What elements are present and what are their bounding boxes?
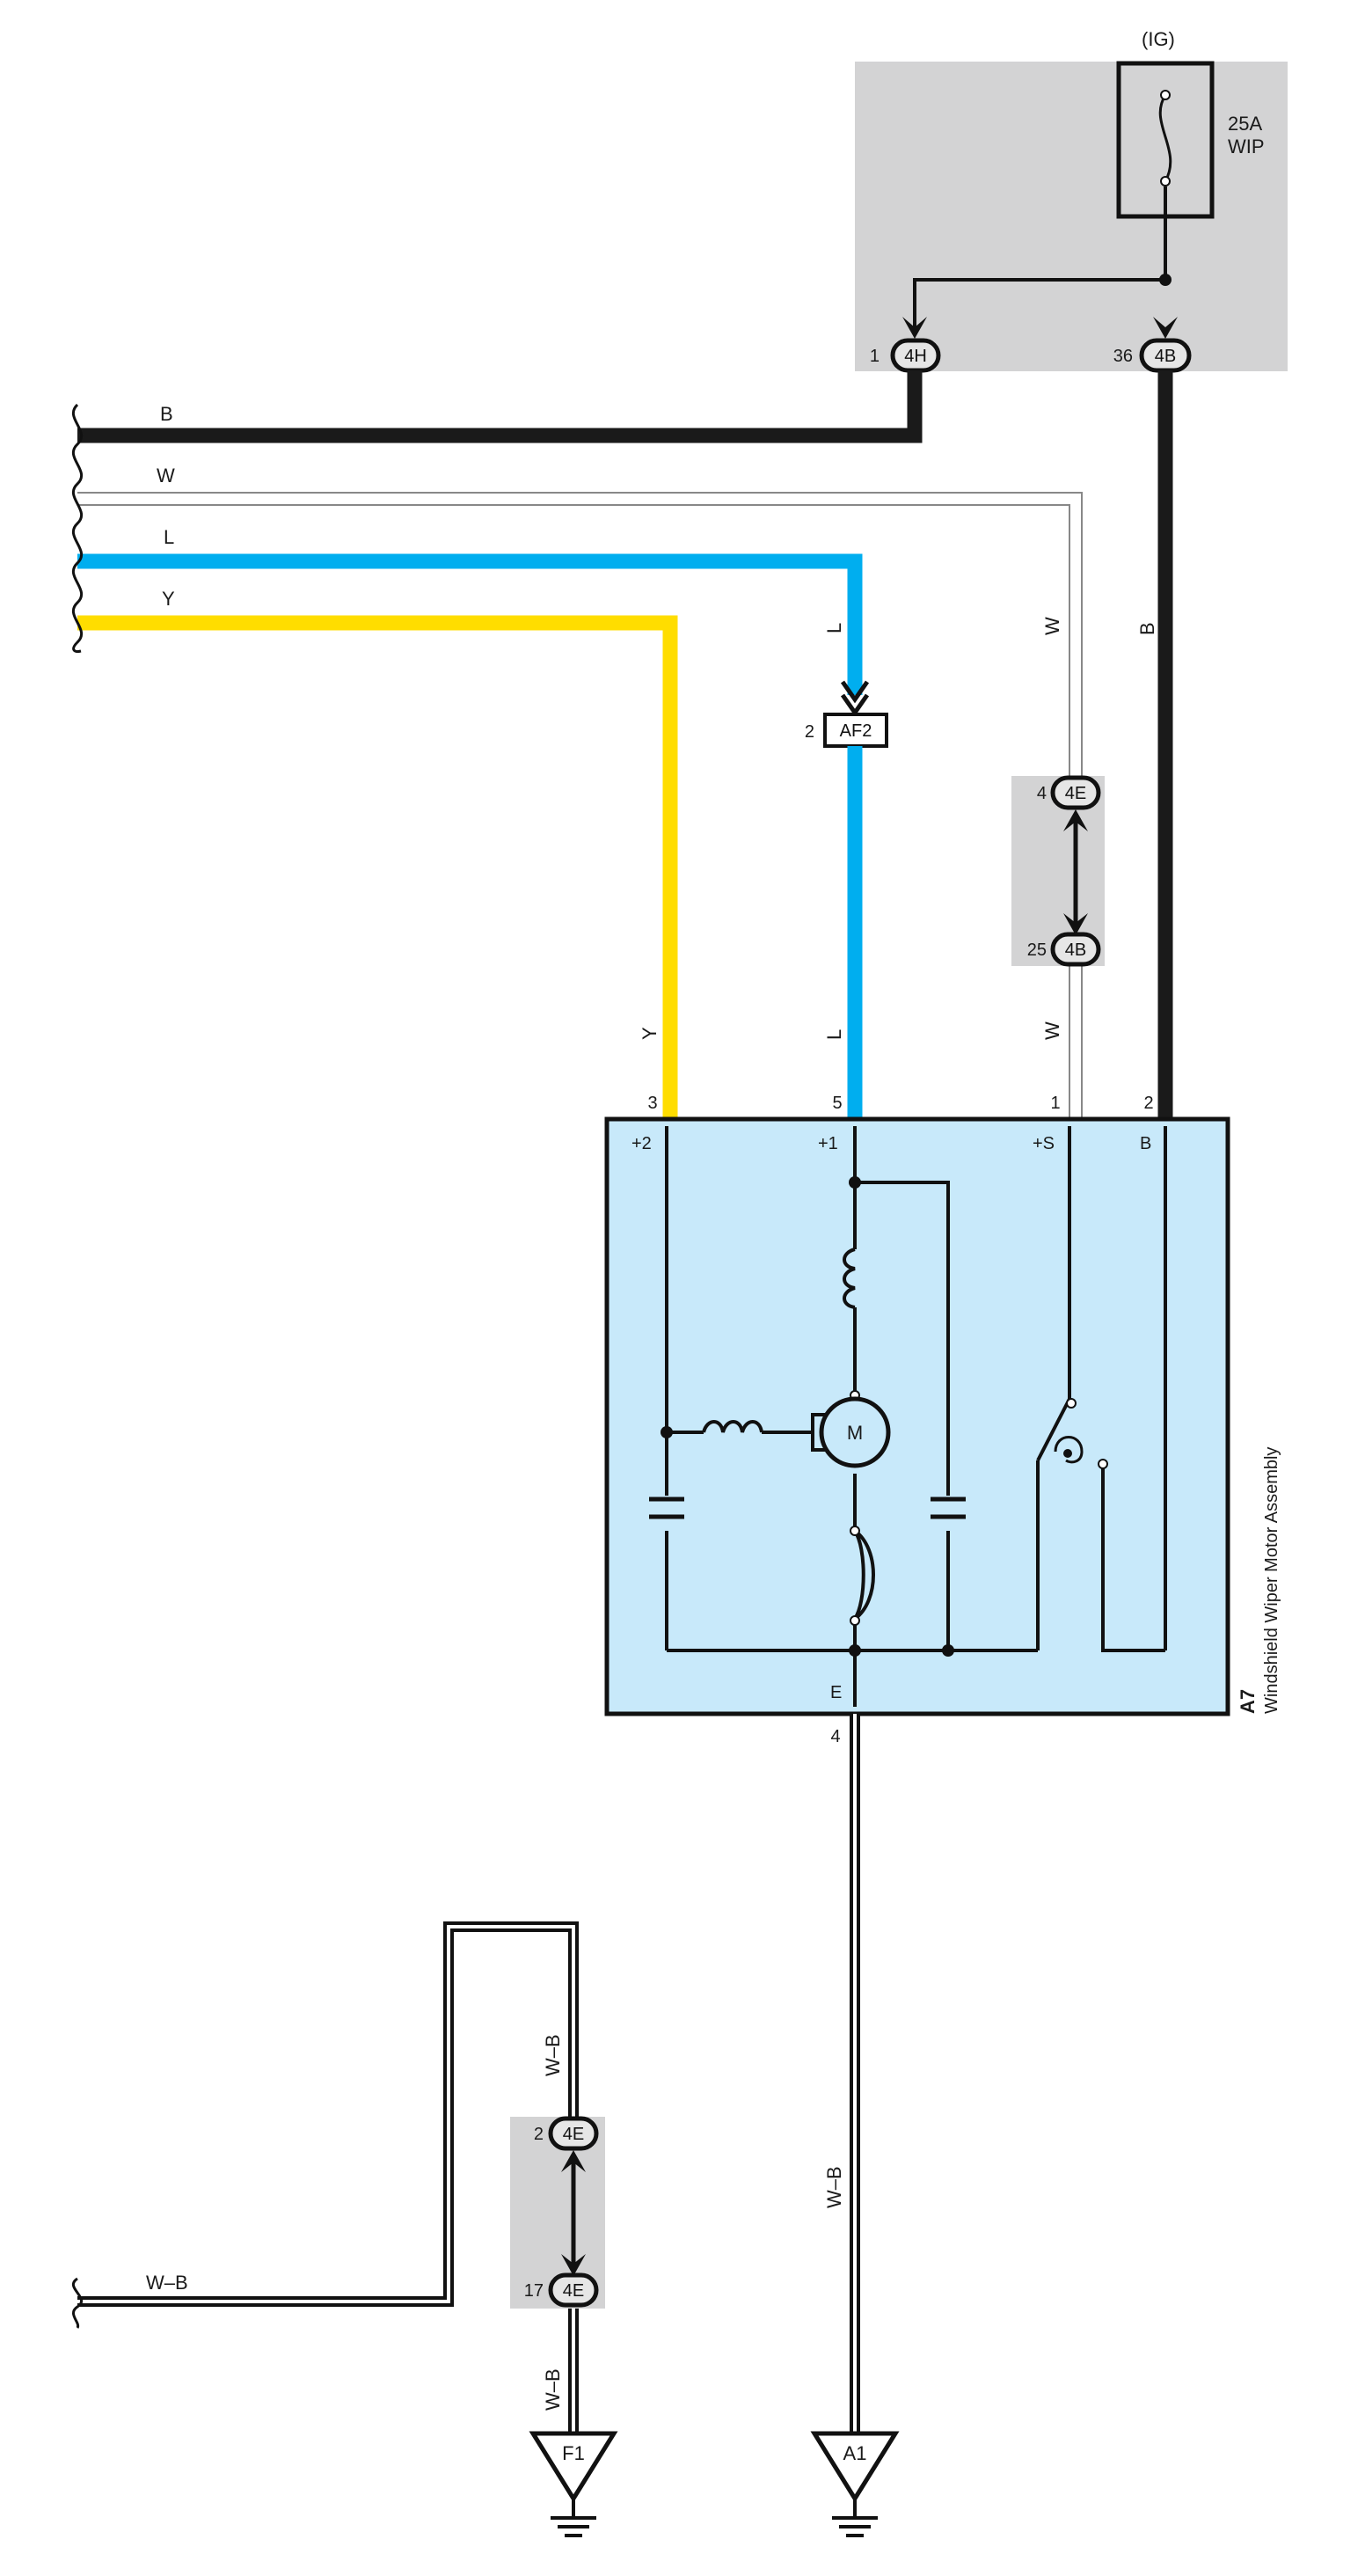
svg-text:1: 1: [1050, 1094, 1060, 1113]
svg-text:L: L: [164, 526, 174, 548]
svg-text:Y: Y: [639, 1027, 661, 1040]
svg-text:4: 4: [1037, 784, 1047, 803]
svg-text:F1: F1: [562, 2442, 585, 2464]
wire-w: [77, 492, 1083, 1119]
connector-4b-b: 4B 25: [1027, 932, 1101, 967]
motor-name: Windshield Wiper Motor Assembly: [1262, 1447, 1281, 1714]
svg-text:W–B: W–B: [542, 2368, 564, 2411]
connector-af2: AF2 2: [805, 713, 888, 748]
connector-4e-d: 4E 17: [524, 2272, 599, 2308]
svg-text:2: 2: [805, 722, 814, 742]
svg-text:4H: 4H: [904, 347, 927, 366]
svg-text:W–B: W–B: [542, 2034, 564, 2076]
motor-id: A7: [1237, 1689, 1259, 1714]
svg-text:E: E: [830, 1683, 842, 1702]
svg-text:+2: +2: [631, 1134, 652, 1153]
svg-text:B: B: [1140, 1134, 1151, 1153]
ig-label: (IG): [1142, 28, 1175, 50]
svg-text:B: B: [160, 403, 173, 425]
svg-text:4: 4: [830, 1727, 840, 1746]
svg-text:Y: Y: [162, 588, 175, 610]
motor-symbol: M: [811, 1396, 891, 1468]
svg-text:2: 2: [1143, 1094, 1153, 1113]
svg-text:36: 36: [1113, 347, 1133, 366]
fuse-rating: 25A: [1228, 113, 1262, 135]
svg-text:4E: 4E: [563, 2125, 584, 2144]
svg-text:W: W: [1041, 617, 1063, 635]
connector-4e-c: 4E 2: [534, 2116, 599, 2151]
svg-text:AF2: AF2: [840, 721, 872, 741]
svg-text:A1: A1: [843, 2442, 867, 2464]
svg-text:1: 1: [870, 347, 880, 366]
svg-text:L: L: [823, 623, 845, 633]
wire-wb-f1: [77, 1921, 579, 2435]
wiper-motor-assembly: +2 +1 +S B E: [604, 1116, 1230, 1716]
connector-4b-top: 4B 36: [1113, 338, 1192, 373]
svg-text:4E: 4E: [1065, 784, 1086, 803]
wire-y: [77, 615, 678, 1119]
junction-block: [855, 62, 1288, 371]
svg-text:25: 25: [1027, 940, 1047, 960]
connector-4e-a: 4E 4: [1037, 775, 1101, 810]
svg-text:B: B: [1136, 622, 1158, 635]
svg-text:+1: +1: [818, 1134, 838, 1153]
svg-text:3: 3: [647, 1094, 657, 1113]
ground-a1: A1: [810, 2431, 900, 2537]
fuse-name: WIP: [1228, 135, 1265, 157]
svg-text:4E: 4E: [563, 2281, 584, 2301]
svg-text:2: 2: [534, 2125, 544, 2144]
svg-text:L: L: [823, 1029, 845, 1040]
svg-text:4B: 4B: [1065, 940, 1086, 960]
svg-text:4B: 4B: [1155, 347, 1176, 366]
svg-text:W: W: [1041, 1021, 1063, 1040]
wire-b-top: [77, 370, 923, 443]
svg-text:W–B: W–B: [823, 2166, 845, 2208]
svg-text:W: W: [157, 465, 175, 487]
svg-text:+S: +S: [1033, 1134, 1055, 1153]
svg-text:M: M: [847, 1422, 863, 1444]
svg-text:17: 17: [524, 2281, 544, 2301]
left-break-marks: [71, 403, 84, 653]
svg-text:5: 5: [832, 1094, 842, 1113]
wire-l: [77, 553, 863, 695]
ground-f1: F1: [529, 2431, 618, 2537]
svg-text:W–B: W–B: [146, 2272, 188, 2294]
